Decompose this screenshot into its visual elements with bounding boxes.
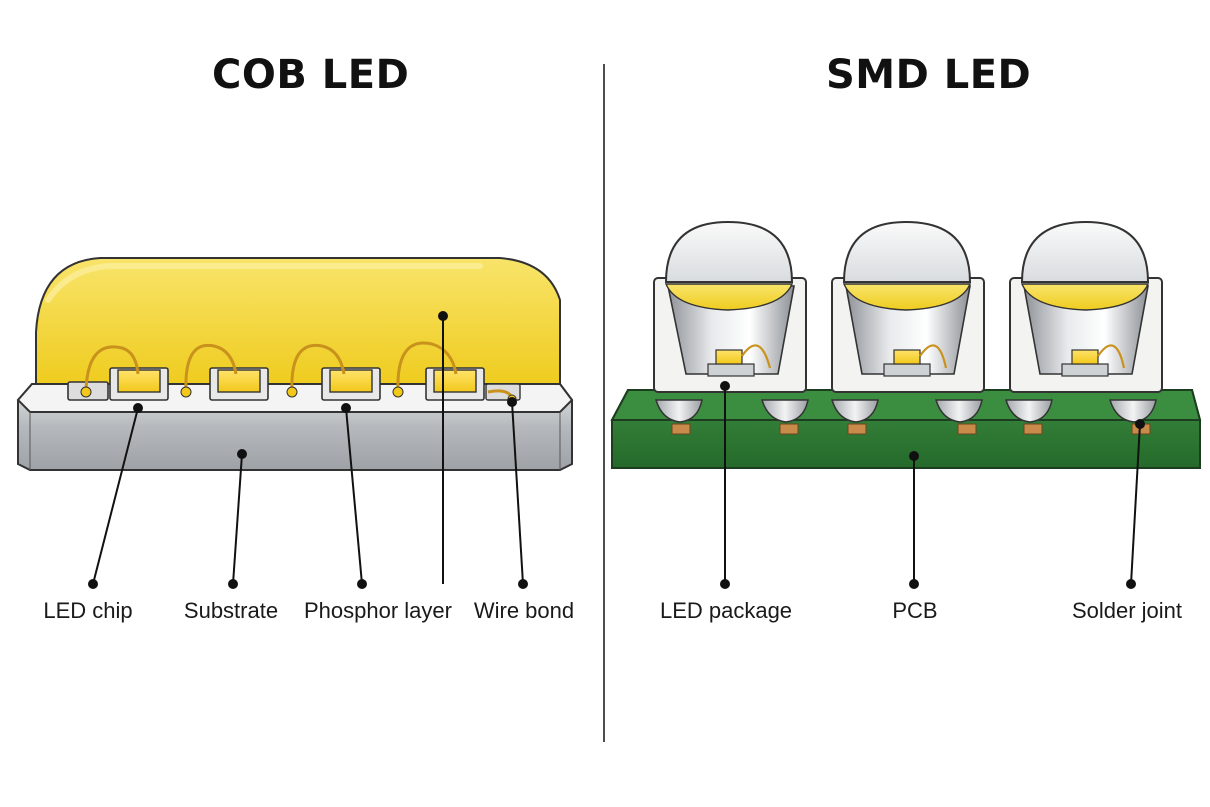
- label-solder-joint: Solder joint: [1071, 598, 1183, 623]
- smd-pcb: [610, 389, 1202, 469]
- smd-led-packages: [653, 220, 1163, 423]
- label-led-chip: LED chip: [43, 598, 133, 623]
- smd-led-illustration: [610, 220, 1202, 589]
- cob-led-chips: [67, 367, 521, 401]
- label-wire-bond: Wire bond: [473, 598, 575, 623]
- smd-leader-lines: [720, 381, 1145, 589]
- smd-solder-pads: [671, 423, 1151, 435]
- label-substrate: Substrate: [183, 598, 279, 623]
- label-phosphor-layer: Phosphor layer: [304, 598, 452, 623]
- cob-leader-lines: [88, 311, 528, 589]
- smd-title: SMD LED: [826, 52, 1032, 98]
- cob-phosphor-layer: [35, 257, 561, 385]
- cob-wire-bonds: [84, 341, 514, 399]
- cob-led-illustration: [16, 257, 574, 589]
- label-pcb: PCB: [892, 598, 938, 623]
- label-led-package: LED package: [659, 598, 793, 623]
- cob-title: COB LED: [212, 52, 410, 98]
